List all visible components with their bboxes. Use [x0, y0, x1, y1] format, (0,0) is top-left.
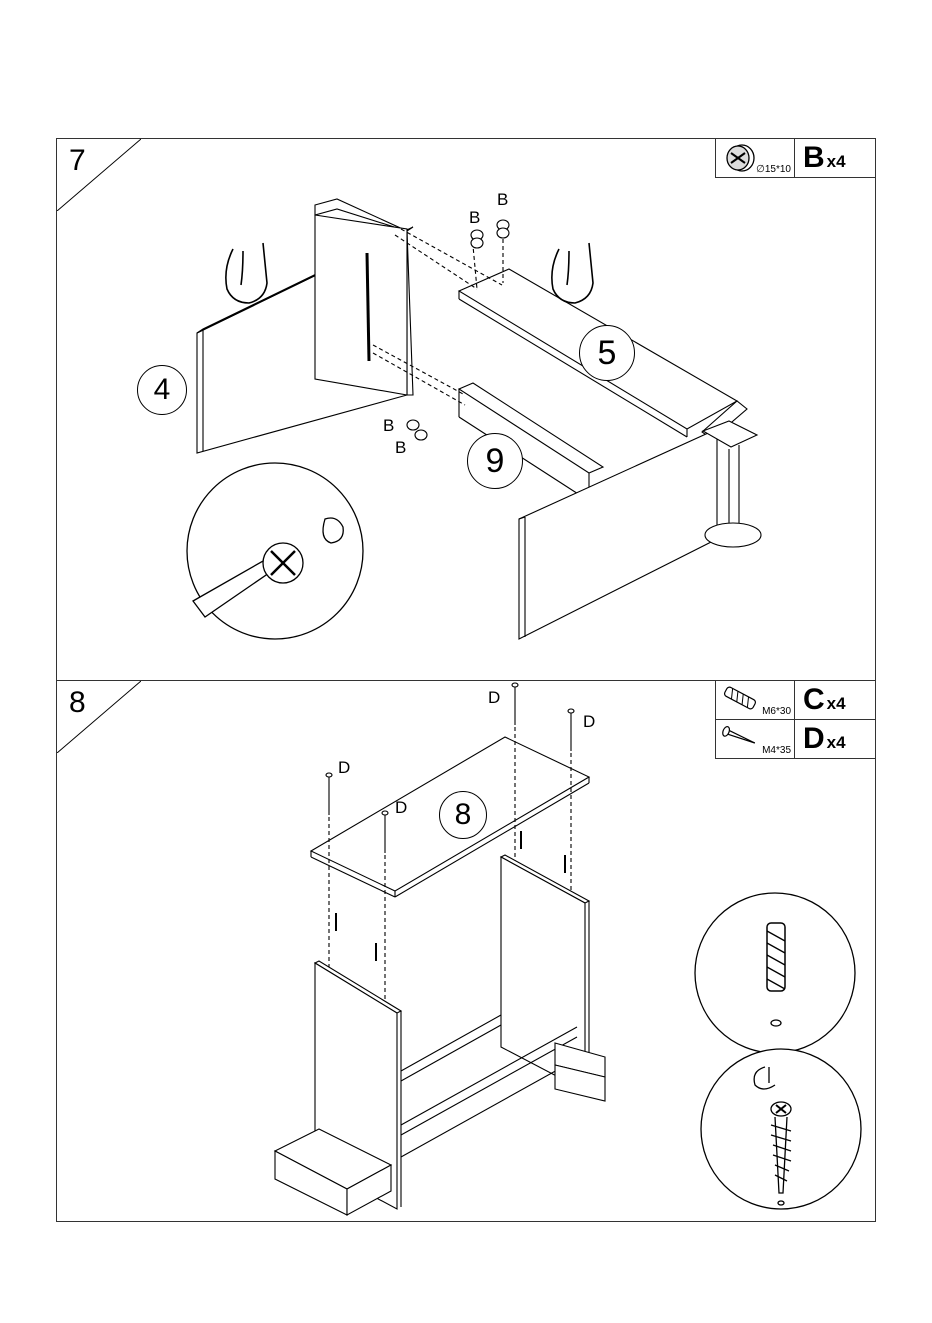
callout-label-b: B — [469, 209, 480, 227]
callout-label-b: B — [395, 439, 406, 457]
callout-label-d: D — [488, 689, 500, 707]
callout-label-b: B — [383, 417, 394, 435]
step-8-panel: 8 M6*30 C x4 — [56, 681, 876, 1222]
screw-detail-circle — [701, 1049, 861, 1209]
step-7-panel: 7 ∅15*10 B x4 — [56, 138, 876, 681]
part-number-4: 4 — [137, 365, 187, 415]
dowel-detail-circle — [695, 893, 855, 1053]
side-panel-right-drawing — [519, 429, 717, 639]
callout-label-d: D — [338, 759, 350, 777]
part-number-9: 9 — [467, 433, 523, 489]
callout-label-b: B — [497, 191, 508, 209]
panel-4-drawing — [197, 199, 413, 453]
detail-circle — [187, 463, 363, 639]
callout-label-d: D — [583, 713, 595, 731]
step-8-illustration — [57, 681, 877, 1222]
step-7-illustration — [57, 139, 877, 682]
part-number-5: 5 — [579, 325, 635, 381]
callout-label-d: D — [395, 799, 407, 817]
part-number-8: 8 — [439, 791, 487, 839]
